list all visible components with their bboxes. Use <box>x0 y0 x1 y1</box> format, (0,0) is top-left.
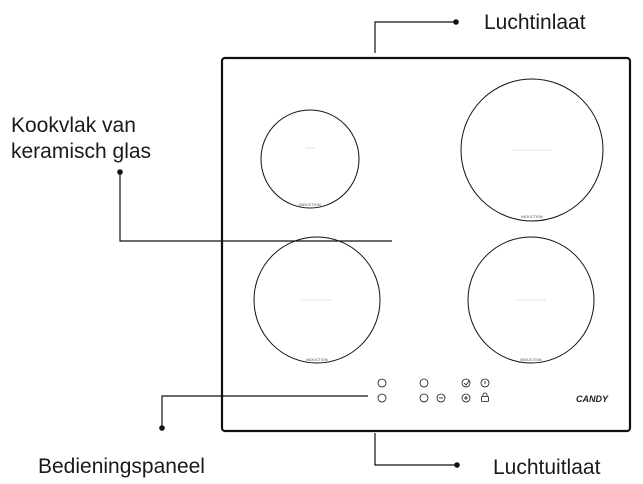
leader-dot <box>454 462 460 468</box>
label-air-inlet: Luchtinlaat <box>484 11 586 34</box>
zone-label: INDUCTION <box>520 358 542 362</box>
leader-control-panel <box>161 395 368 428</box>
leader-dot <box>117 169 123 175</box>
zone-label: INDUCTION <box>299 203 321 207</box>
cooking-zone: INDUCTION <box>260 109 360 209</box>
plus-icon <box>461 393 471 403</box>
button-icon <box>419 393 429 403</box>
cooking-zone: INDUCTION <box>460 78 604 222</box>
leader-air-outlet <box>374 433 457 466</box>
control-buttons <box>377 378 490 403</box>
button-icon <box>377 393 387 403</box>
leader-dot <box>159 425 165 431</box>
cooking-zone: INDUCTION <box>467 236 595 364</box>
leader-air-inlet <box>374 21 456 53</box>
label-glass-top-line2: keramisch glas <box>11 140 151 163</box>
power-icon <box>480 378 490 388</box>
cooking-zone: INDUCTION <box>253 236 381 364</box>
lock-icon <box>481 396 489 402</box>
zone-label: INDUCTION <box>521 215 543 219</box>
label-control-panel: Bedieningspaneel <box>38 455 205 478</box>
hob-outline <box>220 56 632 433</box>
timer-icon <box>461 378 471 388</box>
label-air-outlet: Luchtuitlaat <box>493 456 601 479</box>
leader-glass-top <box>119 172 392 242</box>
leader-dot <box>453 19 459 25</box>
button-icon <box>419 378 429 388</box>
zone-label: INDUCTION <box>306 358 328 362</box>
brand-logo: CANDY <box>576 394 609 404</box>
button-icon <box>377 378 387 388</box>
label-glass-top-line1: Kookvlak van <box>11 114 136 137</box>
minus-icon <box>436 393 446 403</box>
